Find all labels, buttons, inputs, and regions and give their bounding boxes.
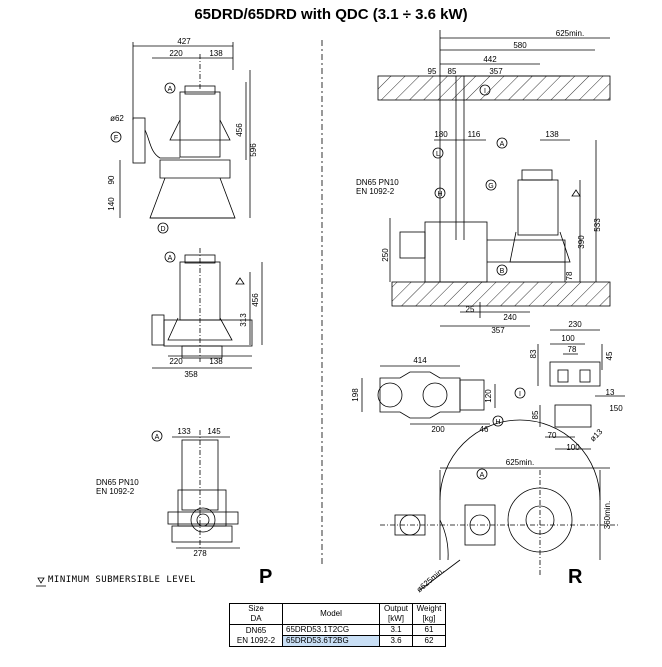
callout-a: A [500, 141, 505, 148]
dim-text: 45 [605, 351, 614, 360]
dim-text: 100 [561, 334, 575, 343]
callout-i: I [484, 88, 486, 95]
model-cell-selected[interactable]: 65DRD53.6T2BG [282, 635, 380, 647]
header-output: Output [kW] [379, 603, 413, 625]
dim-text: 357 [489, 67, 503, 76]
dim-text: 360min. [603, 501, 612, 529]
dim-text: 13 [606, 388, 615, 397]
callout-letters: A F D A A I L H G A B H I A [114, 86, 521, 479]
flange-labels: DN65 PN10 EN 1092-2 DN65 PN10 EN 1092-2 [96, 178, 399, 496]
dim-text: 240 [503, 313, 517, 322]
dim-text: 116 [468, 130, 481, 139]
dim-text: 140 [107, 197, 116, 211]
dim-text: 427 [177, 37, 191, 46]
dim-text: ø13 [588, 427, 605, 444]
callout-a: A [480, 472, 485, 479]
dim-text: 70 [548, 431, 557, 440]
dim-text: 456 [251, 293, 260, 307]
dim-text: 85 [448, 67, 457, 76]
view-p-label: P [259, 566, 273, 588]
base-view [361, 365, 504, 427]
weight-cell: 62 [412, 635, 446, 647]
header-model: Model [282, 603, 380, 625]
dim-text: 150 [609, 404, 623, 413]
dim-text: 198 [351, 388, 360, 402]
flange-label-line2: EN 1092-2 [356, 187, 395, 196]
dim-text: 145 [207, 427, 221, 436]
dim-text: ø62 [110, 114, 124, 123]
dim-text: 83 [529, 349, 538, 358]
dim-text: ø625min. [415, 566, 446, 594]
front-view [151, 248, 263, 369]
callout-b: B [500, 268, 505, 275]
bracket-view [514, 329, 625, 450]
dim-text: 95 [428, 67, 437, 76]
callout-a: A [168, 86, 173, 93]
dim-text: 133 [177, 427, 191, 436]
dim-text: 138 [209, 357, 223, 366]
callout-f: F [114, 135, 118, 142]
dim-text: 138 [545, 130, 559, 139]
dim-text: 278 [193, 549, 207, 558]
callout-a: A [155, 434, 160, 441]
flange-label-line2: EN 1092-2 [96, 487, 135, 496]
dim-text: 625min. [556, 29, 584, 38]
table-row: DN65 EN 1092-2 65DRD53.1T2CG 3.1 61 [229, 624, 446, 647]
installation-view [377, 30, 611, 327]
flange-label-line1: DN65 PN10 [96, 478, 139, 487]
callout-i: I [519, 391, 521, 398]
callout-d: D [160, 226, 165, 233]
dim-text: 390 [577, 235, 586, 249]
size-cell: DN65 EN 1092-2 [229, 624, 283, 647]
dim-text: 456 [235, 123, 244, 137]
flange-label-line1: DN65 PN10 [356, 178, 399, 187]
dim-text: 533 [593, 218, 602, 232]
table-row: 65DRD53.6T2BG 3.6 62 [230, 635, 446, 647]
dim-text: 358 [184, 370, 198, 379]
callout-a: A [168, 255, 173, 262]
view-r-label: R [568, 566, 583, 588]
dimension-labels: 427 220 138 ø62 456 596 90 140 456 313 2… [107, 29, 623, 594]
dim-text: 230 [568, 320, 582, 329]
callout-h: H [437, 191, 442, 198]
dim-text: 220 [169, 357, 183, 366]
weight-cell: 61 [412, 624, 446, 636]
dim-text: 138 [209, 49, 223, 58]
callout-h: H [495, 419, 500, 426]
dim-text: 200 [431, 425, 445, 434]
header-size: Size DA [229, 603, 283, 625]
rear-view [151, 430, 240, 550]
dim-text: 100 [566, 443, 580, 452]
spec-table: Size DA Model Output [kW] Weight [kg] DN… [229, 603, 446, 647]
plan-view [380, 419, 620, 591]
dim-text: 625min. [506, 458, 534, 467]
dim-text: 442 [483, 55, 497, 64]
dim-text: 250 [381, 248, 390, 262]
dim-text: 180 [434, 130, 448, 139]
dim-text: 90 [107, 175, 116, 184]
callout-l: L [436, 151, 440, 158]
callout-g: G [488, 183, 493, 190]
dim-text: 357 [491, 326, 505, 335]
header-weight: Weight [kg] [412, 603, 446, 625]
side-view [110, 42, 251, 234]
model-cell: 65DRD53.1T2CG [282, 624, 380, 636]
dim-text: 85 [531, 410, 540, 419]
min-submersible-level-legend: MINIMUM SUBMERSIBLE LEVEL [48, 575, 196, 585]
dim-text: 78 [565, 271, 574, 280]
dim-text: 596 [249, 143, 258, 157]
drawing-lines [36, 30, 625, 591]
dim-text: 220 [169, 49, 183, 58]
page-title: 65DRD/65DRD with QDC (3.1 ÷ 3.6 kW) [194, 6, 468, 23]
dim-text: 580 [513, 41, 527, 50]
output-cell: 3.1 [379, 624, 413, 636]
dim-text: 120 [484, 389, 493, 403]
dim-text: 25 [466, 305, 475, 314]
dim-text: 46 [480, 425, 489, 434]
dim-text: 78 [568, 345, 577, 354]
dim-text: 313 [239, 313, 248, 327]
dim-text: 414 [413, 356, 427, 365]
output-cell: 3.6 [379, 635, 413, 647]
